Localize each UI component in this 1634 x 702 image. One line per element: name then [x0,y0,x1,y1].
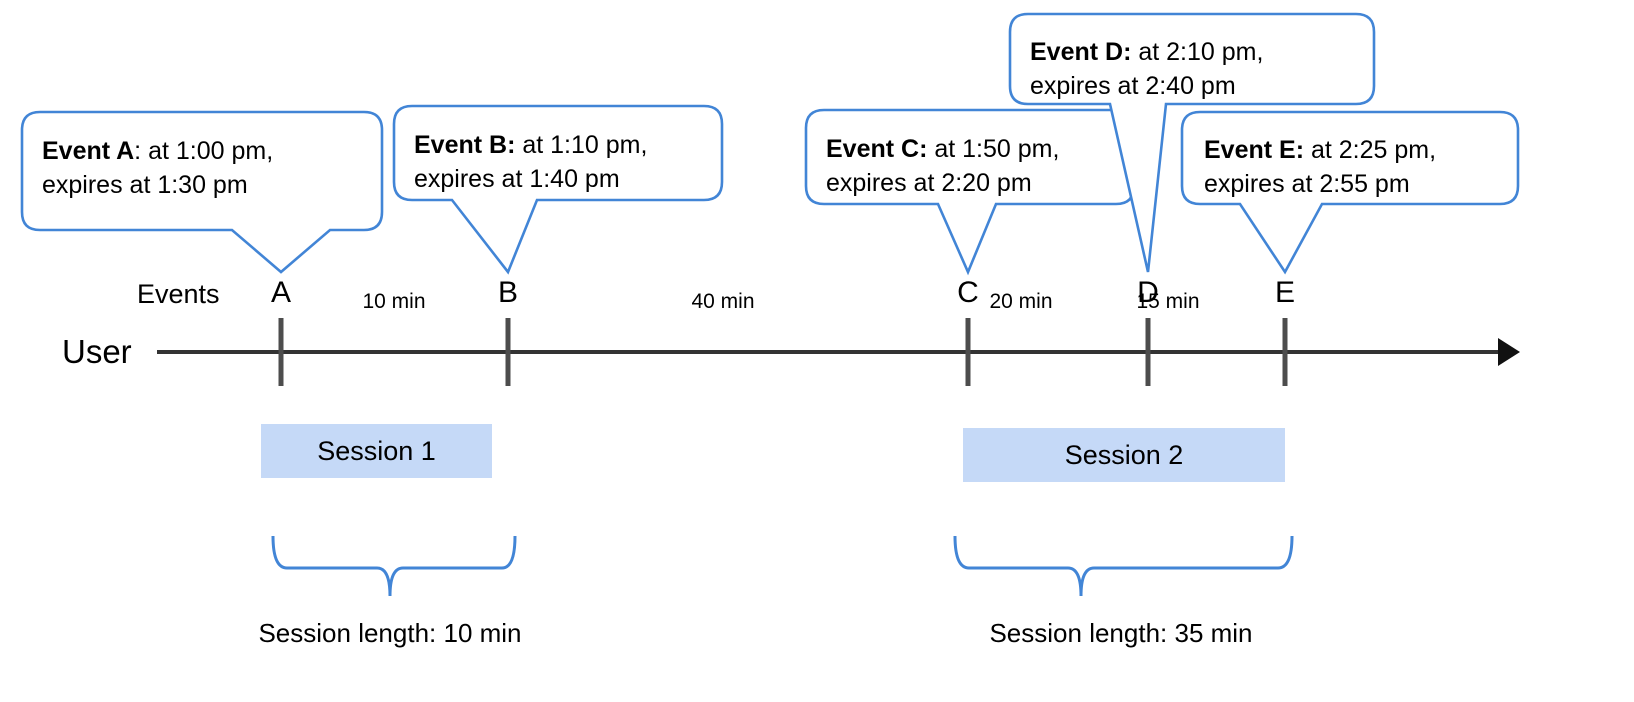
session-1-length-label: Session length: 10 min [258,618,522,648]
callout-b-strong: Event B: [414,131,516,159]
session-bar-1: Session 1 [261,424,492,478]
gap-label-a-b: 10 min [362,290,426,313]
callout-b-line2: expires at 1:40 pm [414,165,620,193]
session-2-brace [953,535,1294,597]
callout-text-a: Event A: at 1:00 pm, expires at 1:30 pm [42,134,273,202]
gap-label-c-d: 20 min [989,290,1053,313]
events-row-label: Events [137,279,220,309]
callout-e-line2: expires at 2:55 pm [1204,170,1410,198]
callout-text-d: Event D: at 2:10 pm, expires at 2:40 pm [1030,35,1263,103]
user-row-label: User [62,333,132,370]
callout-d-strong: Event D: [1030,38,1132,66]
callout-e-sep [1304,136,1311,164]
marker-label-a: A [270,276,291,309]
session-1-brace [271,535,517,597]
marker-label-c: C [957,276,979,309]
callout-e-line1: at 2:25 pm, [1310,136,1437,164]
callout-text-b: Event B: at 1:10 pm, expires at 1:40 pm [414,128,647,196]
callout-a-line1: at 1:00 pm, [148,137,274,165]
callout-d-line1: at 2:10 pm, [1138,38,1264,66]
callout-text-c: Event C: at 1:50 pm, expires at 2:20 pm [826,132,1059,200]
callout-a-strong: Event A [42,137,135,165]
session-bar-2-label: Session 2 [1064,439,1184,470]
callout-a-sep: : [134,137,149,165]
marker-label-d: D [1137,276,1159,309]
callout-c-line1: at 1:50 pm, [934,135,1060,163]
callout-text-e: Event E: at 2:25 pm, expires at 2:55 pm [1204,133,1436,201]
gap-label-b-c: 40 min [691,290,755,313]
callout-a-line2: expires at 1:30 pm [42,171,248,199]
timeline-arrowhead [1498,338,1520,366]
session-2-length-label: Session length: 35 min [989,618,1253,648]
marker-label-b: B [497,276,518,309]
callout-b-line1: at 1:10 pm, [522,131,648,159]
callout-d-line2: expires at 2:40 pm [1030,72,1236,100]
session-bar-2: Session 2 [963,428,1285,482]
gap-label-d-e: 15 min [1136,290,1200,313]
callout-e-strong: Event E: [1204,136,1305,164]
callout-c-line2: expires at 2:20 pm [826,169,1032,197]
callout-c-strong: Event C: [826,135,928,163]
session-bar-1-label: Session 1 [317,435,436,466]
marker-label-e: E [1274,276,1295,309]
